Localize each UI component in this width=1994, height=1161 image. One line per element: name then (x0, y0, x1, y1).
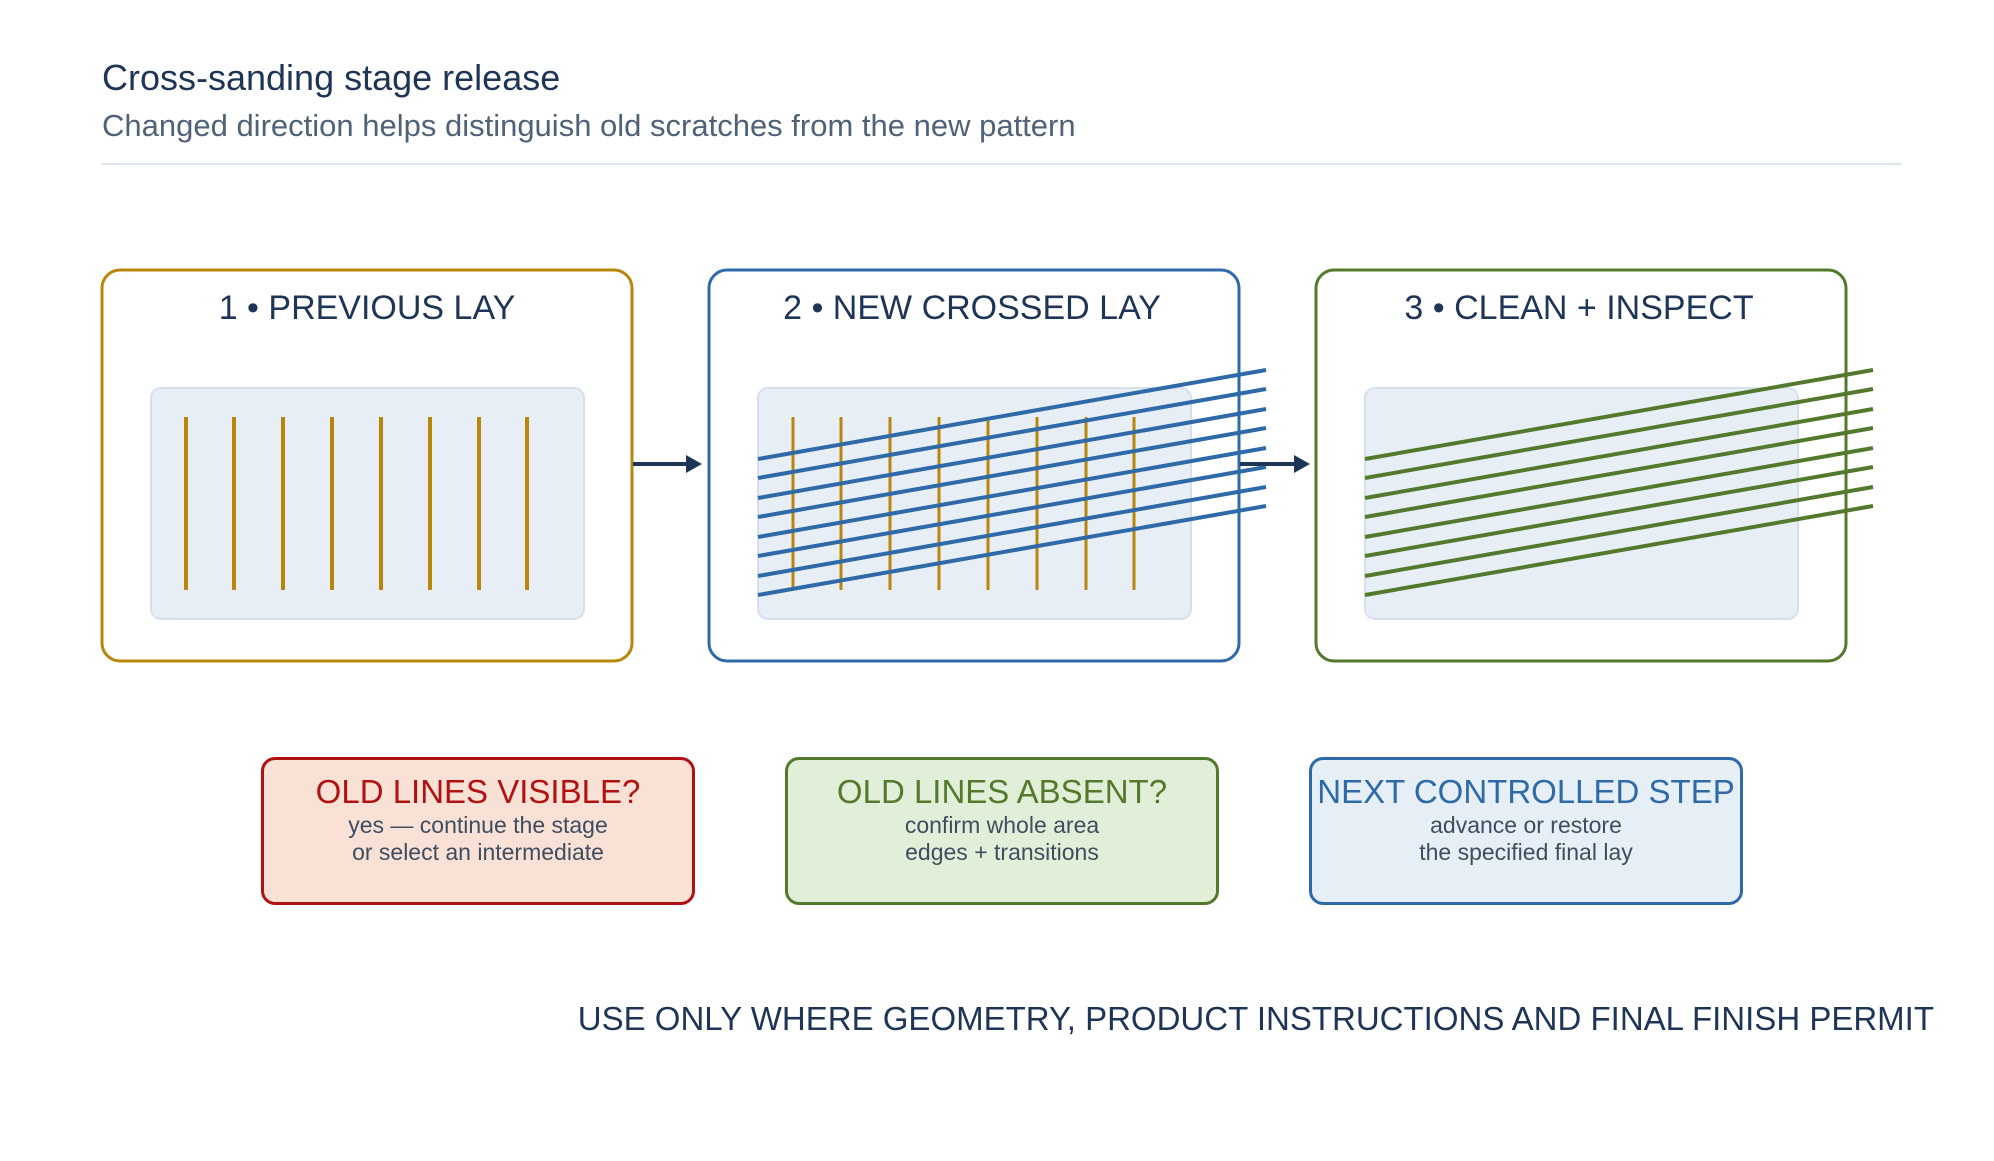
card-heading: OLD LINES ABSENT? (836, 773, 1168, 810)
old-lines-visible-card: OLD LINES VISIBLE? yes — continue the st… (261, 757, 695, 905)
page-subtitle: Changed direction helps distinguish old … (102, 108, 1076, 143)
cross-line (757, 465, 1267, 558)
card-text-line: the specified final lay (1419, 839, 1633, 865)
card-text-line: or select an intermediate (352, 839, 604, 865)
cross-line (757, 446, 1267, 539)
card-text-line: advance or restore (1430, 812, 1622, 838)
sample-panel (1364, 387, 1799, 620)
stage-previous-lay: 1 • PREVIOUS LAY (100, 268, 634, 663)
stage-label: 3 • CLEAN + INSPECT (1404, 289, 1753, 327)
next-controlled-step-card: NEXT CONTROLLED STEP advance or restore … (1309, 757, 1743, 905)
right-arrow-icon (633, 455, 702, 473)
card-heading: OLD LINES VISIBLE? (315, 773, 641, 810)
stage-clean-inspect: 3 • CLEAN + INSPECT (1314, 268, 1874, 663)
sample-panel (757, 387, 1192, 620)
old-lines-absent-card: OLD LINES ABSENT? confirm whole area edg… (785, 757, 1219, 905)
stage-diagram: 1 • PREVIOUS LAY 2 • NEW CROSSED LAY (100, 268, 1874, 663)
sample-panel (150, 387, 585, 620)
card-text-line: edges + transitions (905, 839, 1099, 865)
usage-note: USE ONLY WHERE GEOMETRY, PRODUCT INSTRUC… (577, 1000, 1934, 1037)
cross-line (1364, 387, 1874, 480)
stage-label: 1 • PREVIOUS LAY (219, 289, 516, 327)
cross-line (757, 485, 1267, 578)
cross-line (757, 407, 1267, 500)
cross-line (757, 368, 1267, 461)
cross-line (757, 387, 1267, 480)
clean-crossed-lines (1364, 368, 1874, 597)
old-scratch-lines (184, 417, 529, 590)
cross-line (1364, 368, 1874, 461)
cross-line (757, 426, 1267, 519)
right-arrow-icon (1240, 455, 1310, 473)
cross-line (1364, 426, 1874, 519)
cross-line (1364, 485, 1874, 578)
card-text-line: confirm whole area (904, 812, 1100, 838)
title-divider (102, 163, 1902, 165)
stage-label: 2 • NEW CROSSED LAY (783, 289, 1161, 327)
card-text-line: yes — continue the stage (348, 812, 608, 838)
new-crossed-lines (757, 368, 1267, 597)
cross-line (1364, 407, 1874, 500)
cross-line (1364, 446, 1874, 539)
cross-line (1364, 504, 1874, 597)
cross-line (1364, 465, 1874, 558)
page-title: Cross-sanding stage release (102, 57, 561, 98)
stage-new-crossed-lay: 2 • NEW CROSSED LAY (707, 268, 1267, 663)
cross-line (757, 504, 1267, 597)
card-heading: NEXT CONTROLLED STEP (1317, 773, 1735, 810)
